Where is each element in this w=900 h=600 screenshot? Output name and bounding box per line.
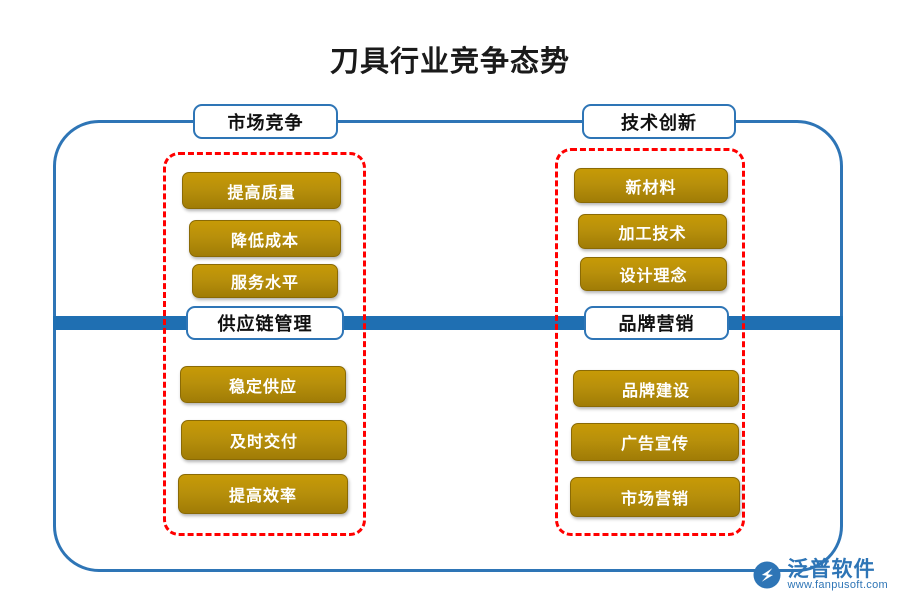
item-technology-innovation-1[interactable]: 新材料 [574, 168, 728, 203]
logo-mark-icon [753, 561, 781, 589]
item-brand-marketing-3[interactable]: 市场营销 [570, 477, 740, 517]
logo-website-url: www.fanpusoft.com [787, 579, 888, 592]
outer-frame [53, 120, 843, 572]
item-market-competition-2[interactable]: 降低成本 [189, 220, 341, 257]
header-supply-chain-management[interactable]: 供应链管理 [186, 306, 344, 340]
item-technology-innovation-2[interactable]: 加工技术 [578, 214, 727, 249]
item-market-competition-1[interactable]: 提高质量 [182, 172, 341, 209]
logo-text: 泛普软件 www.fanpusoft.com [788, 558, 888, 592]
dashed-group-right [555, 148, 745, 536]
item-technology-innovation-3[interactable]: 设计理念 [580, 257, 727, 291]
logo-company-name: 泛普软件 [787, 556, 876, 582]
item-brand-marketing-2[interactable]: 广告宣传 [571, 423, 739, 461]
header-technology-innovation[interactable]: 技术创新 [582, 104, 736, 139]
item-brand-marketing-1[interactable]: 品牌建设 [573, 370, 739, 407]
header-market-competition[interactable]: 市场竞争 [193, 104, 338, 139]
item-supply-chain-1[interactable]: 稳定供应 [180, 366, 346, 403]
item-supply-chain-2[interactable]: 及时交付 [181, 420, 347, 460]
header-brand-marketing[interactable]: 品牌营销 [584, 306, 729, 340]
item-market-competition-3[interactable]: 服务水平 [192, 264, 338, 298]
item-supply-chain-3[interactable]: 提高效率 [178, 474, 348, 514]
brand-logo: 泛普软件 www.fanpusoft.com [752, 558, 888, 592]
page-title: 刀具行业竞争态势 [329, 44, 570, 78]
dashed-group-left [163, 152, 366, 536]
